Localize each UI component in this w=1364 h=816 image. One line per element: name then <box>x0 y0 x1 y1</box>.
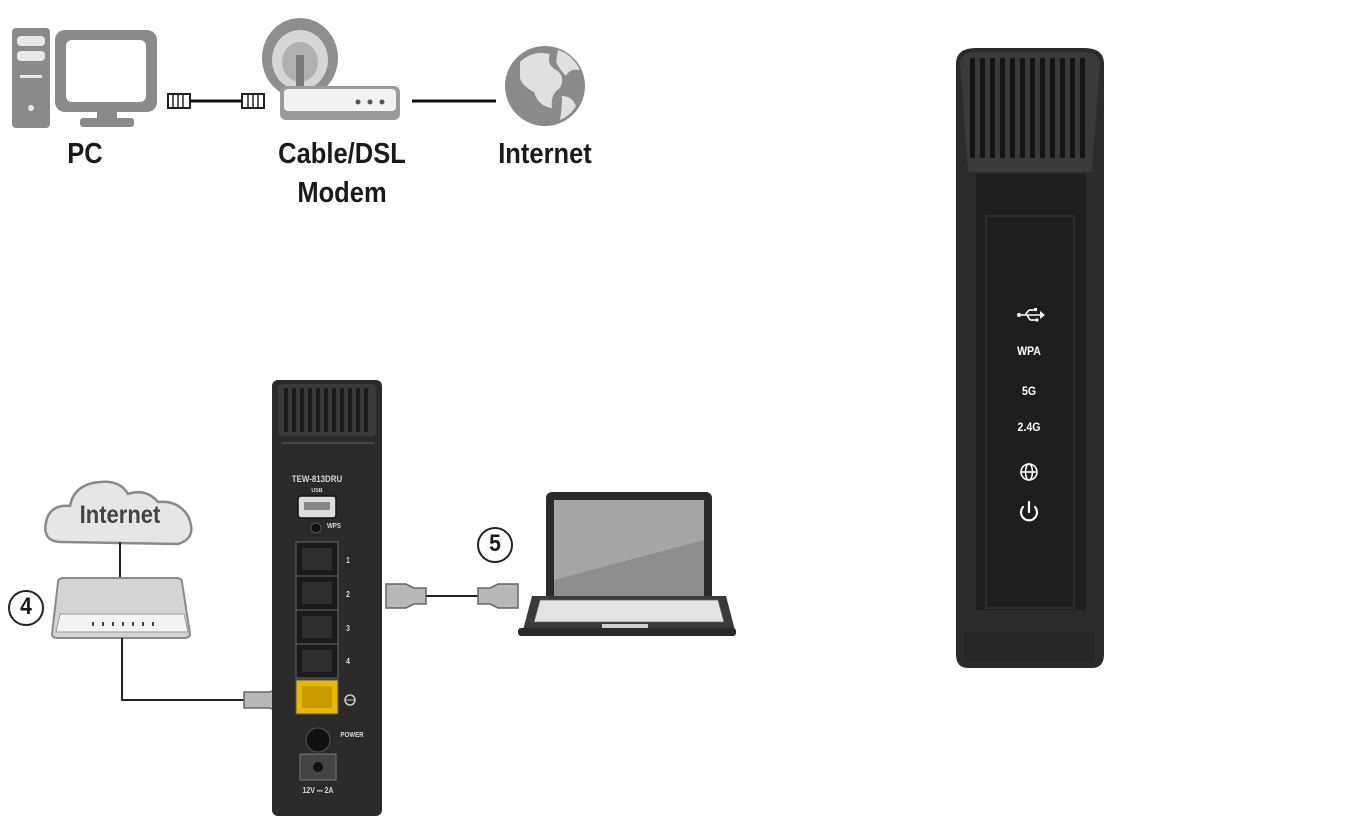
usb-label: USB <box>307 488 326 494</box>
lan-port-2-label: 2 <box>344 590 353 599</box>
laptop-icon <box>518 492 736 636</box>
step-4-label: 4 <box>17 593 35 621</box>
setup-diagram-graphics <box>0 370 740 816</box>
24g-led-label: 2.4G <box>1007 420 1051 434</box>
internet-label: Internet <box>488 138 602 171</box>
lan-port-4-label: 4 <box>344 657 353 666</box>
modem-icon <box>262 18 400 120</box>
top-diagram: PC Cable/DSL Modem Internet <box>0 0 610 220</box>
pc-label: PC <box>54 138 116 171</box>
cloud-internet-label: Internet <box>67 501 173 530</box>
pc-tower-icon <box>12 28 50 128</box>
lan-port-3-label: 3 <box>344 624 353 633</box>
router-model-label: TEW-813DRU <box>286 474 348 484</box>
wps-label: WPS <box>323 523 344 530</box>
modem-label-line2: Modem <box>272 177 413 210</box>
lan-port-1-label: 1 <box>344 556 353 565</box>
modem-router-cable <box>122 638 246 700</box>
5g-led-label: 5G <box>1007 384 1051 398</box>
router-front-panel: WPA 5G 2.4G <box>950 44 1110 670</box>
pc-monitor-icon <box>55 30 157 127</box>
power-label: POWER <box>334 732 369 739</box>
globe-icon <box>505 46 585 126</box>
power-rating-label: 12V ⎓ 2A <box>293 786 342 796</box>
ethernet-cable-icon <box>168 94 264 108</box>
laptop-cable-icon <box>386 584 518 608</box>
modem-box-icon <box>52 578 190 638</box>
wpa-led-label: WPA <box>1007 344 1051 358</box>
router-back-icon <box>272 380 382 816</box>
setup-diagram: Internet 4 5 TEW-813DRU USB WPS 1 2 3 4 … <box>0 370 740 816</box>
step-5-label: 5 <box>486 530 504 558</box>
modem-label-line1: Cable/DSL <box>272 138 413 171</box>
